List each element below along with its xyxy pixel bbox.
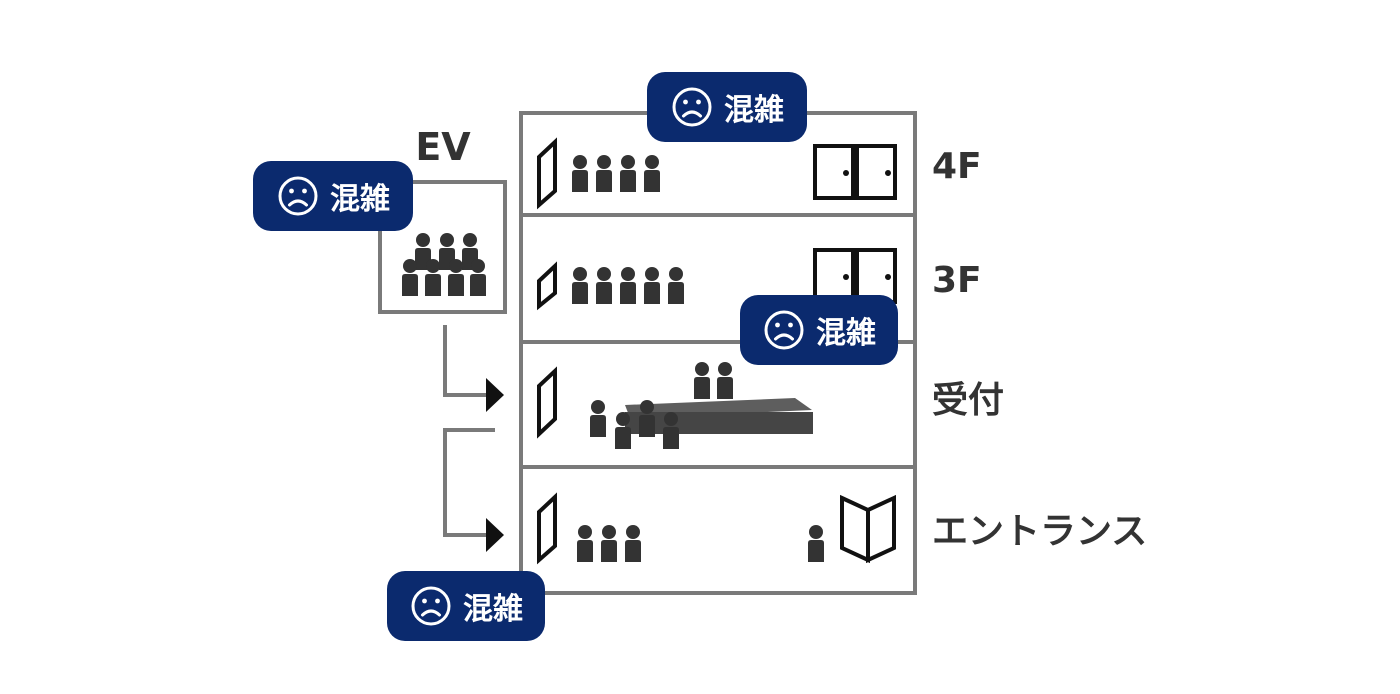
person-icon xyxy=(644,267,660,304)
congestion-badge-text: 混雑 xyxy=(724,93,784,128)
person-icon xyxy=(668,267,684,304)
person-icon xyxy=(402,259,418,296)
door-icon xyxy=(855,144,897,200)
sad-face-icon xyxy=(764,310,804,350)
window-icon xyxy=(537,366,557,439)
entrance-door-icon xyxy=(866,494,896,564)
person-icon xyxy=(663,412,679,449)
sad-face-icon xyxy=(278,176,318,216)
window-icon xyxy=(537,137,557,210)
person-icon xyxy=(615,412,631,449)
congestion-badge-4f: 混雑 xyxy=(647,72,807,142)
person-icon xyxy=(644,155,660,192)
window-icon xyxy=(537,261,557,311)
flow-connectors xyxy=(443,325,495,537)
floor-label-4f: 4F xyxy=(932,146,982,187)
person-icon xyxy=(639,400,655,437)
congestion-badge-text: 混雑 xyxy=(330,182,390,217)
sad-face-icon xyxy=(411,586,451,626)
person-icon xyxy=(425,259,441,296)
door-icon xyxy=(813,144,855,200)
person-icon xyxy=(620,155,636,192)
person-icon xyxy=(601,525,617,562)
congestion-badge-3f: 混雑 xyxy=(740,295,898,365)
person-icon xyxy=(596,267,612,304)
person-icon xyxy=(620,267,636,304)
floor-label-entrance: エントランス xyxy=(932,511,1147,552)
person-icon xyxy=(572,267,588,304)
person-icon xyxy=(625,525,641,562)
elevator-box xyxy=(378,180,507,314)
congestion-badge-text: 混雑 xyxy=(816,316,876,351)
window-icon xyxy=(537,492,557,565)
person-icon xyxy=(694,362,710,399)
congestion-badge-text: 混雑 xyxy=(463,592,523,627)
entrance-door-icon xyxy=(840,494,870,564)
person-icon xyxy=(470,259,486,296)
sad-face-icon xyxy=(672,87,712,127)
congestion-badge-ev: 混雑 xyxy=(253,161,413,231)
person-icon xyxy=(808,525,824,562)
arrow-right-icon xyxy=(486,378,504,412)
floor-label-3f: 3F xyxy=(932,260,982,301)
reception-to-entrance-line xyxy=(443,428,495,537)
person-icon xyxy=(572,155,588,192)
windows xyxy=(537,137,557,565)
elevator-to-reception-line xyxy=(443,325,488,397)
floor-label-reception: 受付 xyxy=(932,380,1004,421)
person-icon xyxy=(596,155,612,192)
person-icon xyxy=(577,525,593,562)
door-knobs xyxy=(843,170,891,280)
person-icon xyxy=(717,362,733,399)
arrow-right-icon xyxy=(486,518,504,552)
person-icon xyxy=(448,259,464,296)
congestion-badge-entrance: 混雑 xyxy=(387,571,545,641)
person-icon xyxy=(590,400,606,437)
ev-label: EV xyxy=(415,125,471,169)
